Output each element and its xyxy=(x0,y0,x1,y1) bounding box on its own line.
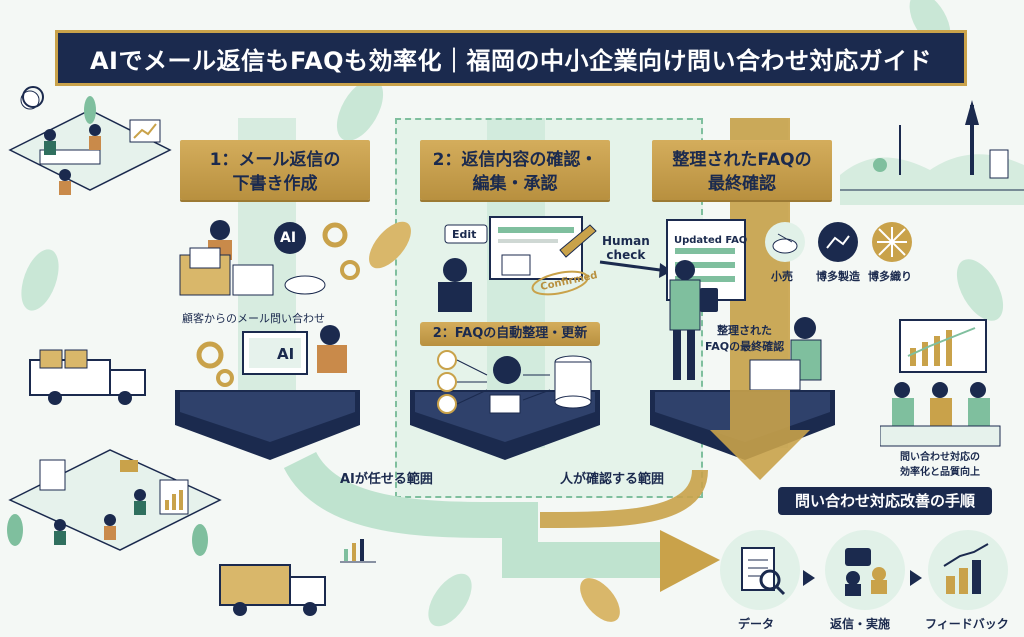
mini-chart-icon xyxy=(340,539,376,563)
office-illustration-top xyxy=(8,90,172,195)
feedback-icon xyxy=(928,530,1008,610)
truck-icon-top xyxy=(29,349,146,405)
truck-icon-bottom xyxy=(219,564,326,616)
industry-retail: 小売 xyxy=(771,270,793,283)
step-3-label: 整理されたFAQの最終確認 xyxy=(652,140,832,200)
edit-tag: Edit xyxy=(452,228,477,241)
procedure-title: 問い合わせ対応改善の手順 xyxy=(778,487,992,515)
step-2-label: 2：返信内容の確認・編集・承認 xyxy=(420,140,610,200)
retail-icon xyxy=(765,222,805,262)
procedure-step-reply: 返信・実施 xyxy=(830,617,891,631)
faq-auto-label: 2：FAQの自動整理・更新 xyxy=(420,322,600,346)
main-arrow-head xyxy=(660,530,720,592)
procedure-step-data: データ xyxy=(738,617,775,631)
merge-flow xyxy=(283,450,660,578)
fukuoka-skyline xyxy=(840,100,1024,205)
ai-screen-label: AI xyxy=(277,345,295,363)
manufacturing-icon xyxy=(818,222,858,262)
human-scope-label: 人が確認する範囲 xyxy=(560,472,665,487)
industry-textile: 博多織り xyxy=(868,270,912,283)
improvement-caption: 問い合わせ対応の効率化と品質向上 xyxy=(900,452,980,478)
updated-faq-title: Updated FAQ xyxy=(674,235,748,246)
step3-illustration xyxy=(666,219,822,390)
page-title: AIでメール返信もFAQも効率化｜福岡の中小企業向け問い合わせ対応ガイド xyxy=(55,30,967,86)
textile-icon xyxy=(872,222,912,262)
procedure-step-feedback: フィードバック xyxy=(925,617,1009,631)
reply-icon xyxy=(825,530,905,610)
office-illustration-bottom xyxy=(7,449,222,556)
ai-chip: AI xyxy=(280,230,297,246)
clock-icon xyxy=(22,86,44,108)
customer-mail-caption: 顧客からのメール問い合わせ xyxy=(182,312,325,325)
step-1-label: 1：メール返信の下書き作成 xyxy=(180,140,370,200)
ai-scope-label: AIが任せる範囲 xyxy=(340,472,433,487)
data-icon xyxy=(720,530,800,610)
step2-illustration xyxy=(438,216,597,312)
industry-manufacturing: 博多製造 xyxy=(816,270,860,283)
step1-illustration xyxy=(179,220,360,387)
faq-auto-illustration xyxy=(437,350,592,414)
team-illustration xyxy=(880,319,1001,447)
